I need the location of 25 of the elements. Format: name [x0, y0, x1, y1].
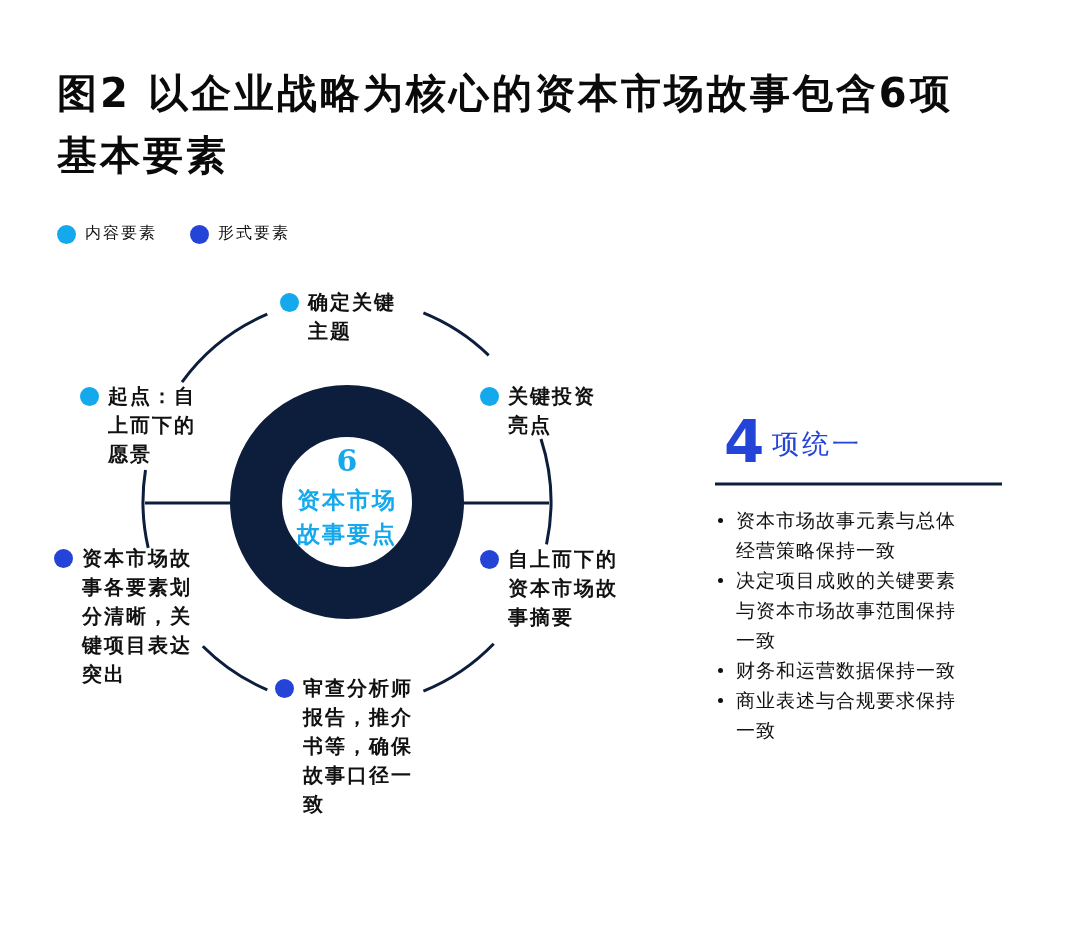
center-number: 6	[335, 443, 359, 479]
connector-line	[464, 501, 549, 505]
legend-text: 内容要素	[85, 223, 157, 244]
legend-text: 形式要素	[218, 223, 290, 244]
element-text: 确定关键主题	[308, 289, 397, 345]
ring-arc	[141, 469, 150, 549]
ring-arc	[539, 438, 553, 545]
element-text: 自上而下的资本市场故事摘要	[508, 546, 619, 631]
element-text: 资本市场故事各要素划分清晰，关键项目表达突出	[82, 545, 193, 688]
bullet-item: 商业表述与合规要求保持一致	[716, 685, 970, 745]
connector-line	[145, 501, 230, 505]
title: 图2 以企业战略为核心的资本市场故事包含6项基本要素	[57, 69, 954, 180]
ring-arc	[180, 312, 268, 384]
element-text: 起点：自上而下的愿景	[108, 383, 197, 468]
ring-arc	[422, 311, 490, 357]
bullet-item: 财务和运营数据保持一致	[716, 655, 970, 685]
center-label: 资本市场故事要点	[295, 485, 398, 549]
bullet-item: 资本市场故事元素与总体经营策略保持一致	[716, 505, 970, 565]
element-text: 审查分析师报告，推介书等，确保故事口径一致	[303, 675, 414, 818]
ring-arc	[422, 642, 495, 693]
element-text: 关键投资亮点	[508, 383, 597, 439]
heading-number: 4	[724, 410, 765, 474]
ring-arc	[201, 645, 268, 692]
bullet-item: 决定项目成败的关键要素与资本市场故事范围保持一致	[716, 565, 970, 655]
heading-text: 项统一	[772, 427, 862, 461]
